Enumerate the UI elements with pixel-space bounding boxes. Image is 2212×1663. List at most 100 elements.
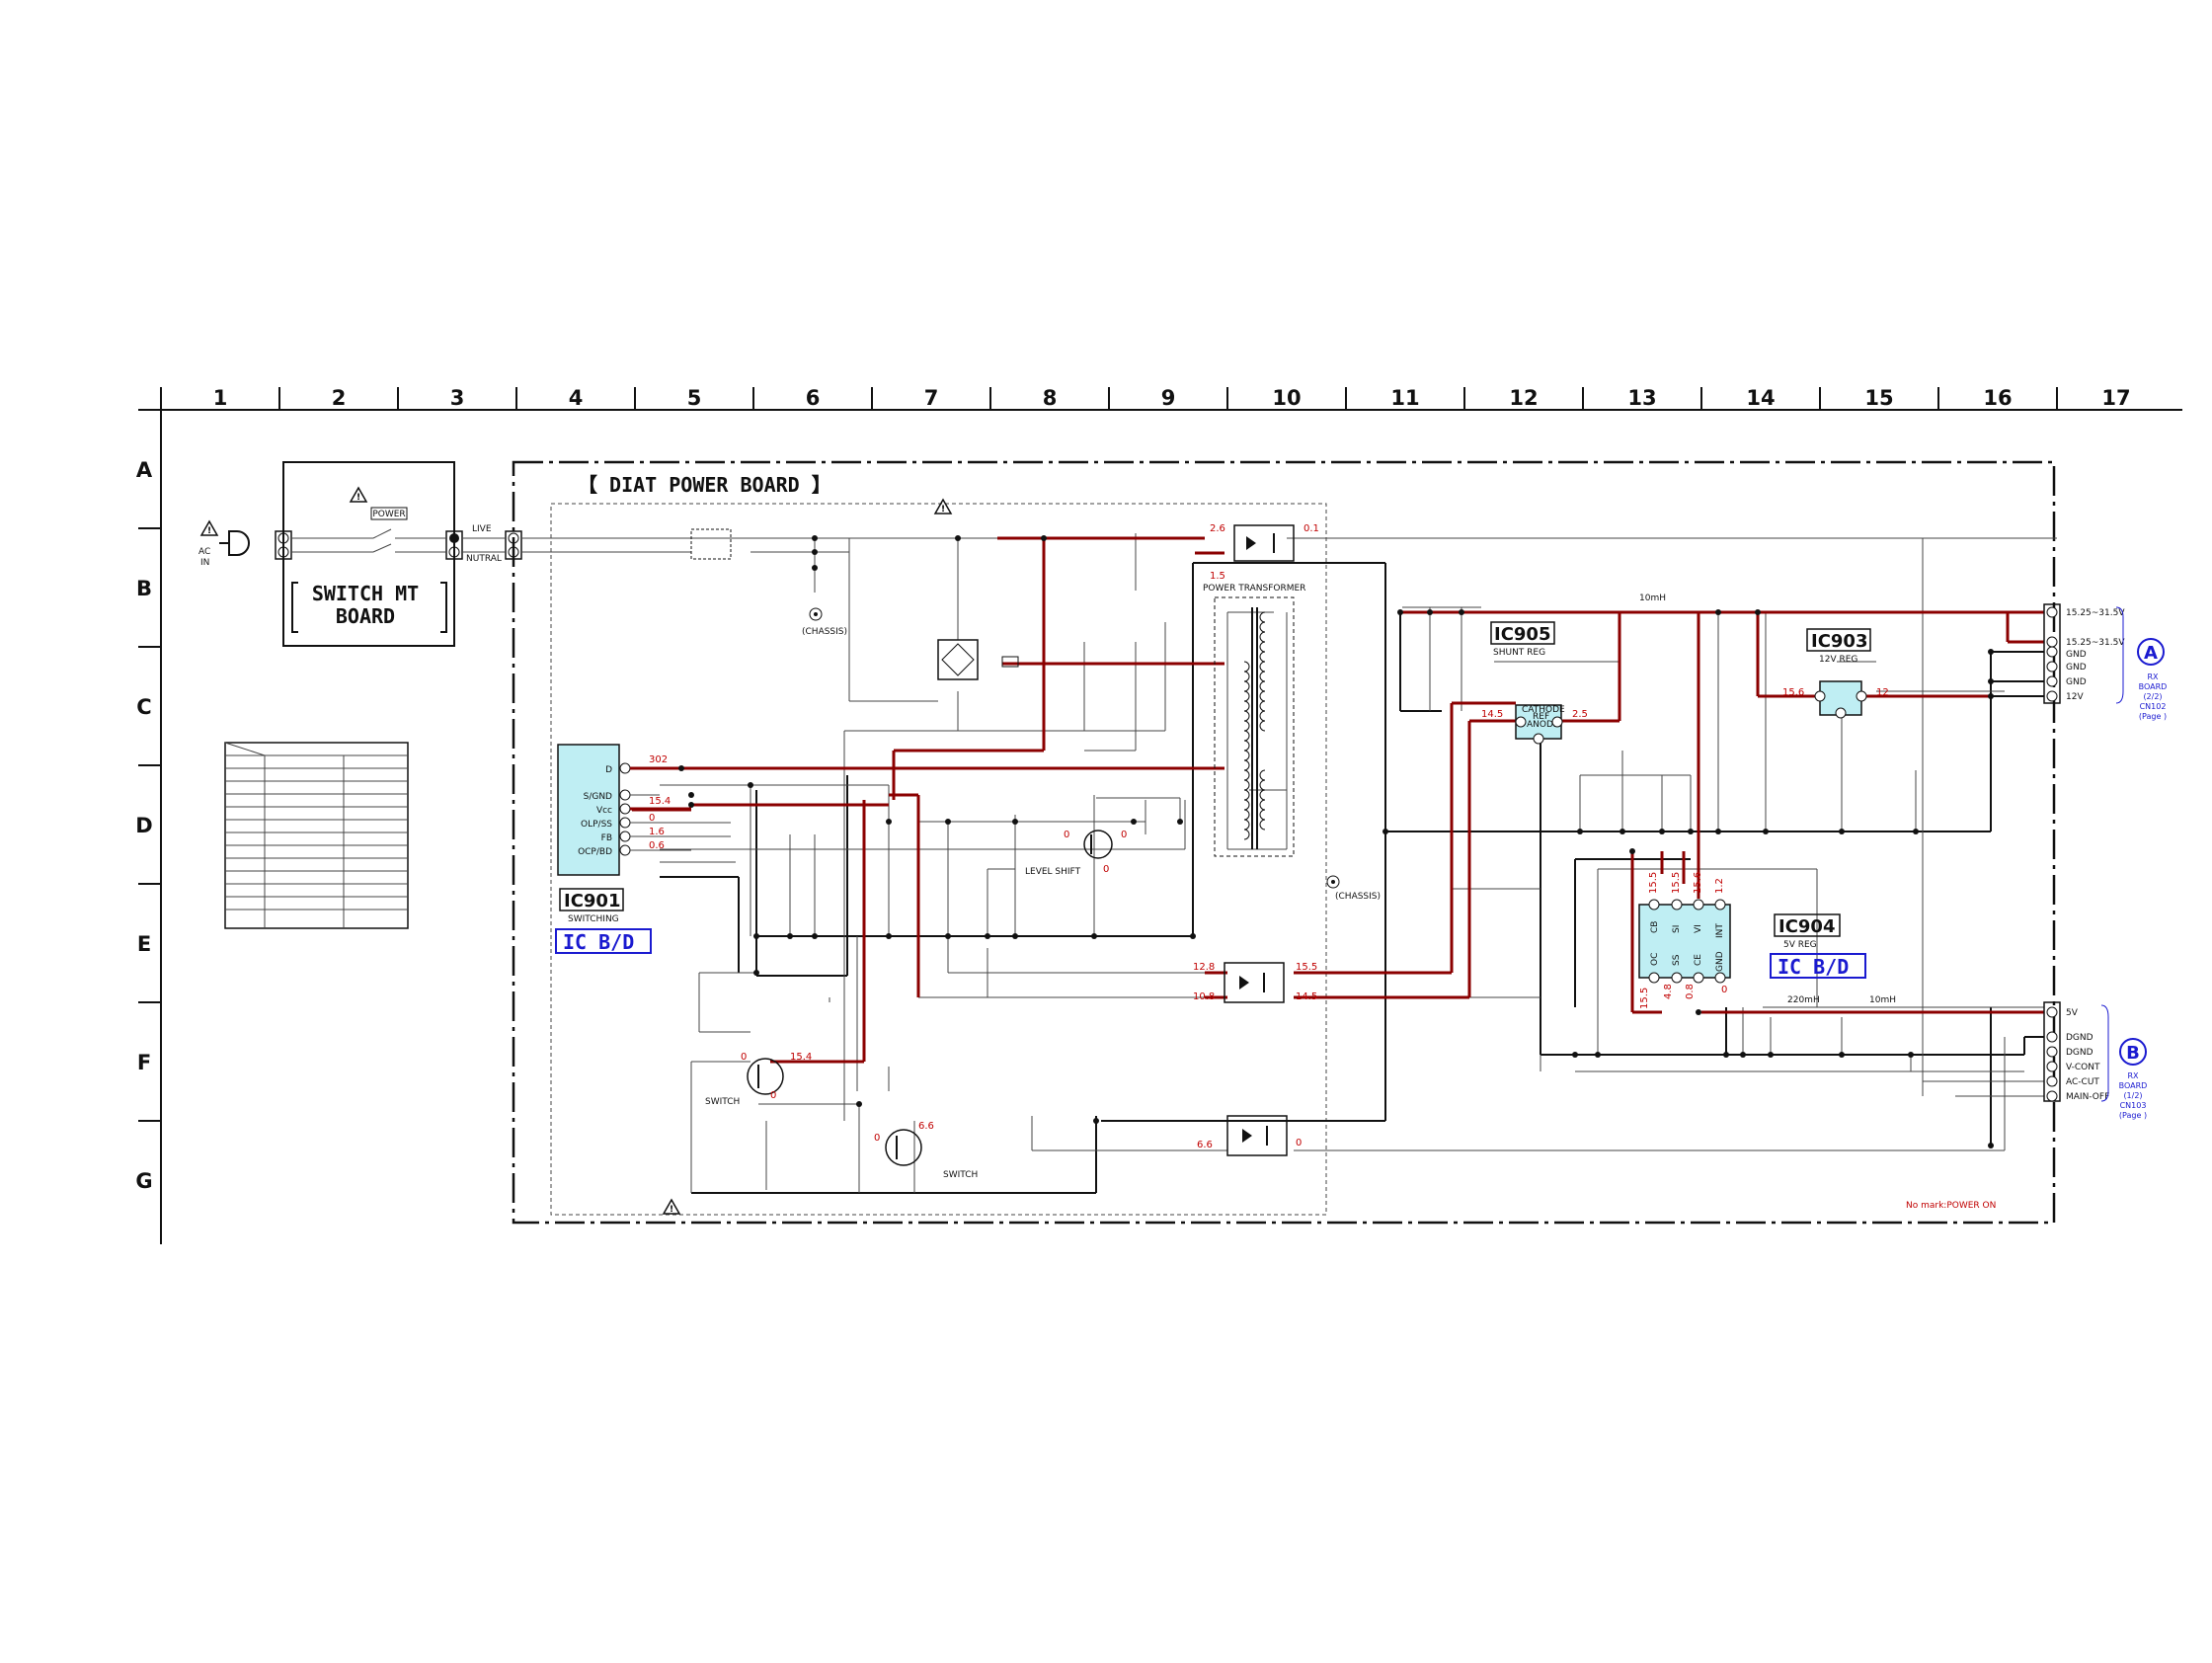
warning-icon: !: [199, 519, 219, 536]
svg-text:!: !: [356, 493, 360, 503]
primary-side-outline: [550, 503, 1327, 1216]
ic903-function: 12V REG: [1819, 655, 1857, 665]
ic903-name: IC903: [1811, 631, 1867, 652]
col-label-13: 13: [1627, 386, 1656, 410]
ic903: IC903 12V REG: [1806, 628, 1871, 719]
voltage-label: 0: [1103, 864, 1109, 875]
ac-input: AC IN: [198, 530, 250, 568]
voltage-label: 4.8: [1663, 984, 1674, 999]
svg-text:!: !: [670, 1205, 673, 1215]
voltage-label: 2.6: [1210, 523, 1225, 534]
ic905-name: IC905: [1494, 624, 1550, 645]
row-label-g: G: [135, 1169, 152, 1193]
voltage-readings: 302 15.4 0 1.6 0.6 2.6 0.1 1.5 0 0 0 12.…: [649, 523, 1889, 1150]
connector-a-line-3: (2/2): [2143, 692, 2162, 701]
svg-text:!: !: [941, 505, 945, 515]
power-transformer-label: POWER TRANSFORMER: [1203, 584, 1305, 594]
connector-a-pin-4: GND: [2066, 663, 2087, 673]
connector-b-pin-3: DGND: [2066, 1048, 2094, 1058]
voltage-label: 15.6: [1693, 872, 1703, 894]
chassis-label-2: (CHASSIS): [1335, 892, 1381, 902]
voltage-label: 0: [1121, 830, 1127, 840]
col-label-2: 2: [332, 386, 347, 410]
voltage-label: 0: [1721, 985, 1727, 995]
photocoupler: [1224, 962, 1285, 1003]
voltage-label: 15.5: [1296, 962, 1317, 973]
voltage-label: 15.5: [1648, 872, 1659, 894]
ic901-pin-sgnd: S/GND: [584, 792, 612, 802]
diat-power-board-outline: [512, 460, 2056, 1225]
switch-board-bracket-right: [440, 582, 447, 633]
ic904-pin-gnd: GND: [1715, 951, 1725, 972]
ic904-pin-cb: CB: [1650, 921, 1660, 933]
power-switch-label-box: [370, 507, 408, 520]
row-label-a: A: [136, 458, 153, 482]
connector-b-line-3: (1/2): [2123, 1091, 2142, 1100]
voltage-label: 1.5: [1210, 571, 1225, 582]
svg-text:IN: IN: [200, 558, 209, 568]
voltage-label: 10.8: [1193, 991, 1215, 1002]
connector-b-pin-6: MAIN-OFF: [2066, 1092, 2109, 1102]
voltage-label: 12: [1876, 687, 1889, 698]
col-label-15: 15: [1864, 386, 1893, 410]
photocoupler: [1226, 1115, 1288, 1156]
connector-jacks: [275, 530, 522, 560]
voltage-label: 6.6: [1197, 1140, 1213, 1150]
col-label-6: 6: [806, 386, 821, 410]
voltage-label: 0: [874, 1133, 880, 1144]
ic901-bd-link[interactable]: IC B/D: [563, 930, 634, 954]
voltage-label: 0.1: [1304, 523, 1319, 534]
switch-mt-board-title-1: SWITCH MT: [312, 582, 419, 605]
col-label-16: 16: [1983, 386, 2012, 410]
connector-a-letter[interactable]: A: [2144, 643, 2158, 664]
voltage-label: 2.5: [1572, 709, 1588, 720]
voltage-label: 0.8: [1685, 984, 1696, 999]
ic904-body: [1638, 904, 1731, 979]
voltage-label: 0: [1064, 830, 1069, 840]
connector-a-line-1: RX: [2147, 673, 2159, 681]
inductor-label-1: 10mH: [1639, 594, 1666, 603]
connector-a-line-5: (Page ): [2139, 712, 2167, 721]
row-label-c: C: [136, 695, 151, 719]
connector-a-pin-1: 15.25~31.5V: [2066, 608, 2125, 618]
ic904-bd-link[interactable]: IC B/D: [1778, 955, 1849, 979]
power-switch: [291, 528, 446, 553]
connector-b-line-1: RX: [2127, 1071, 2139, 1080]
col-label-11: 11: [1390, 386, 1419, 410]
voltage-label: 1.6: [649, 827, 665, 837]
voltage-label: 15.6: [1782, 687, 1804, 698]
power-transformer: [1214, 596, 1295, 857]
col-label-14: 14: [1746, 386, 1775, 410]
line-filter: [690, 528, 732, 560]
switch-label-2: SWITCH: [943, 1170, 978, 1180]
col-label-12: 12: [1509, 386, 1538, 410]
connector-b-letter[interactable]: B: [2126, 1043, 2140, 1064]
ic904-name: IC904: [1778, 916, 1835, 937]
nutral-label: NUTRAL: [466, 554, 502, 564]
voltage-label: 0: [649, 813, 655, 824]
ic901-function: SWITCHING: [568, 914, 619, 924]
connector-a-line-4: CN102: [2140, 702, 2167, 711]
voltage-label: 0.6: [649, 840, 665, 851]
col-label-9: 9: [1161, 386, 1176, 410]
voltage-label: 15.5: [1671, 872, 1682, 894]
voltage-label: 302: [649, 754, 668, 765]
switch-mt-board-title-2: BOARD: [336, 604, 395, 628]
transistor: [885, 1129, 922, 1166]
connector-a-line-2: BOARD: [2139, 682, 2168, 691]
ic904: CB SI VI INT OC SS CE GND IC904 5V REG I…: [1638, 899, 1866, 984]
photocoupler: [1233, 524, 1295, 562]
voltage-label: 15.4: [649, 796, 671, 807]
chassis-label-1: (CHASSIS): [802, 627, 847, 637]
switch-mt-board-outline: [282, 461, 455, 647]
ic901-pin-vcc: Vcc: [596, 806, 612, 816]
col-label-1: 1: [213, 386, 228, 410]
chassis-ground-icon: [809, 607, 1340, 889]
row-label-e: E: [137, 932, 151, 956]
warning-icon: !: [349, 486, 368, 503]
voltage-label: 0: [770, 1090, 776, 1101]
footnote: No mark:POWER ON: [1906, 1201, 1996, 1211]
connector-b-pin-1: 5V: [2066, 1008, 2079, 1018]
col-label-3: 3: [450, 386, 465, 410]
